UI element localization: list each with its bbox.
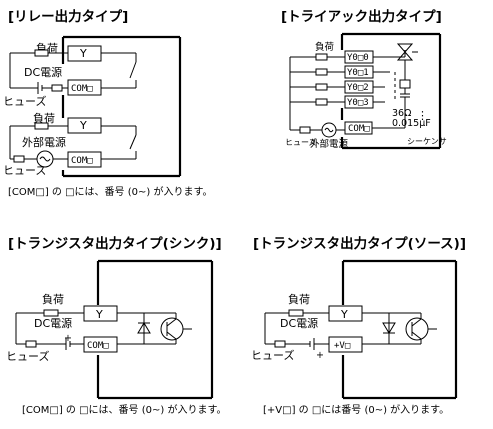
triac-row-3: Y0□3 — [290, 95, 374, 109]
triac-terminal-3-label: Y0□3 — [347, 98, 369, 108]
relay-fuse-2-label: ヒューズ — [3, 163, 46, 177]
sink-dc-supply-label: DC電源 — [34, 316, 72, 330]
source-load-label: 負荷 — [288, 293, 310, 306]
relay-y-label-1: Y — [79, 47, 87, 60]
sink-transistor-icon — [160, 317, 184, 341]
sink-fuse-icon — [25, 340, 37, 348]
sink-fuse-label: ヒューズ — [6, 349, 49, 363]
triac-row-2: Y0□2 — [290, 80, 374, 94]
triac-load-resistor — [315, 53, 328, 61]
source-plus-sign: + — [316, 350, 324, 361]
triac-ext-supply-label: 外部電源 — [310, 138, 349, 150]
sink-diode-icon — [137, 322, 151, 334]
triac-load-label: 負荷 — [315, 41, 335, 53]
triac-com-terminal — [344, 121, 373, 135]
source-title: [トランジスタ出力タイプ(ソース)] — [253, 235, 466, 252]
source-dc-supply-label: DC電源 — [280, 316, 318, 330]
relay-load-2-resistor — [34, 122, 49, 130]
sink-plus-sign: + — [64, 333, 72, 344]
relay-com-label-1: COM□ — [71, 84, 93, 94]
sink-title: [トランジスタ出力タイプ(シンク)] — [8, 235, 222, 252]
relay-fuse-2-icon — [13, 155, 25, 163]
triac-terminal-2-label: Y0□2 — [347, 83, 369, 93]
triac-fuse-label: ヒューズ — [285, 137, 317, 147]
relay-load-1-resistor — [34, 49, 49, 57]
relay-contact-2-icon — [129, 134, 137, 150]
triac-fuse-icon — [299, 126, 311, 134]
triac-diagram: [トライアック出力タイプ] 負荷 Y0□0 Y0□1 — [281, 8, 447, 150]
relay-load-2-label: 負荷 — [33, 112, 55, 125]
sink-load-label: 負荷 — [42, 293, 64, 306]
sink-com-label: COM□ — [87, 341, 109, 351]
sink-y-label: Y — [95, 308, 103, 321]
relay-title: [リレー出力タイプ] — [8, 8, 128, 25]
triac-dots: ⋮ — [417, 109, 428, 122]
relay-ext-supply-label: 外部電源 — [22, 135, 66, 149]
source-diagram: [トランジスタ出力タイプ(ソース)] 負荷 DC電源 ヒューズ + Y +V□ — [251, 235, 466, 416]
triac-terminal-0-label: Y0□0 — [347, 53, 369, 63]
source-y-label: Y — [340, 308, 348, 321]
source-load-resistor — [288, 309, 304, 317]
source-transistor-icon — [405, 317, 429, 341]
relay-y-label-2: Y — [79, 119, 87, 132]
source-note: [+V□] の □には番号 (0~) が入ります。 — [263, 403, 449, 416]
triac-resistor-value: 36Ω — [392, 108, 411, 119]
triac-row-0: Y0□0 — [290, 50, 374, 64]
relay-com-label-2: COM□ — [71, 156, 93, 166]
triac-terminal-1-label: Y0□1 — [347, 68, 369, 78]
sink-note: [COM□] の □には、番号 (0~) が入ります。 — [22, 403, 226, 416]
source-diode-icon — [382, 322, 396, 334]
triac-load-resistor — [315, 98, 328, 106]
triac-load-resistor — [315, 68, 328, 76]
triac-icon — [396, 43, 414, 61]
triac-capacitor-value: 0.015μF — [392, 118, 431, 129]
relay-note: [COM□] の □には、番号 (0~) が入ります。 — [8, 185, 212, 198]
triac-com-label: COM□ — [348, 124, 370, 134]
relay-diagram: [リレー出力タイプ] 負荷 DC電源 ヒューズ Y COM□ — [3, 8, 212, 198]
sink-diagram: [トランジスタ出力タイプ(シンク)] 負荷 DC電源 ヒューズ + Y COM□ — [6, 235, 226, 416]
relay-contact-1-icon — [129, 61, 137, 79]
source-fuse-icon — [274, 340, 286, 348]
triac-snubber-resistor — [399, 79, 411, 89]
source-fuse-label: ヒューズ — [251, 348, 294, 362]
relay-fuse-1-icon — [51, 84, 63, 92]
triac-load-resistor — [315, 83, 328, 91]
source-v-label: +V□ — [334, 341, 351, 351]
triac-row-1: Y0□1 — [290, 65, 374, 79]
sequencer-label: シーケンサ — [407, 137, 447, 146]
relay-fuse-1-label: ヒューズ — [3, 94, 46, 108]
sink-load-resistor — [43, 309, 59, 317]
relay-dc-supply-label: DC電源 — [24, 65, 62, 79]
triac-title: [トライアック出力タイプ] — [281, 8, 442, 25]
